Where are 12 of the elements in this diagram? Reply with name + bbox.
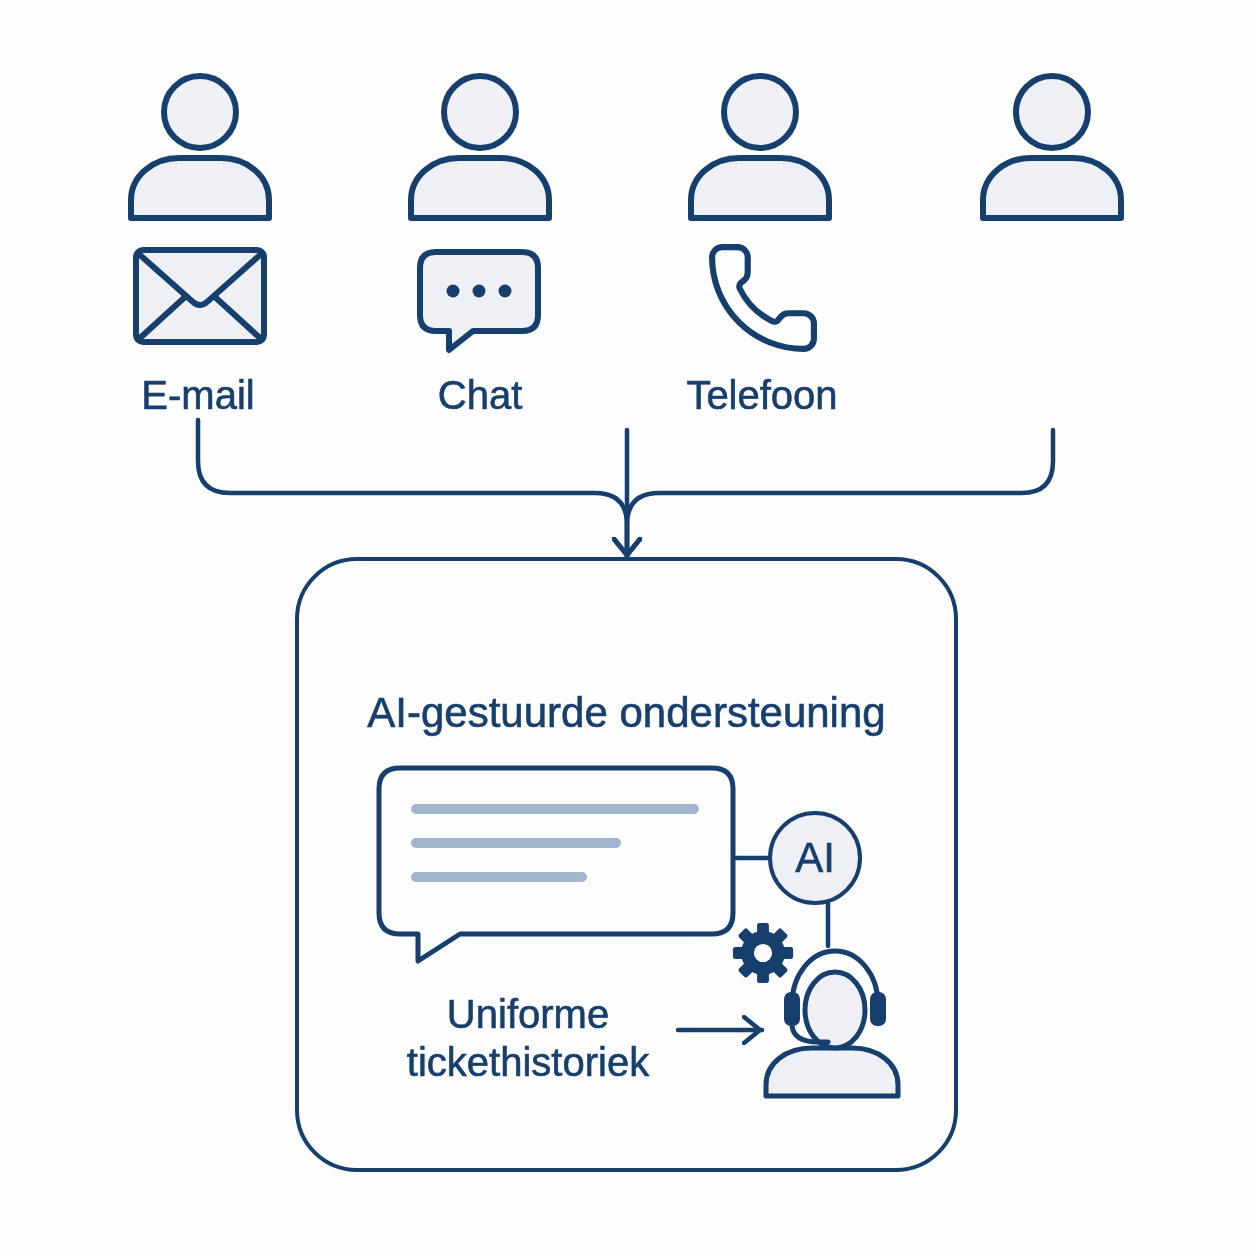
channel-label: Chat	[400, 370, 560, 420]
arrow	[611, 427, 1056, 560]
support-agent-figure	[762, 946, 902, 1100]
ai-circle: AI	[768, 811, 862, 905]
speech-bubble	[376, 765, 736, 965]
arrow	[675, 1014, 765, 1046]
panel-heading: AI-gestuurde ondersteuning	[366, 688, 887, 738]
channel-label: Telefoon	[662, 370, 862, 420]
platform-panel	[295, 557, 958, 1172]
note-text: Uniforme tickethistoriek	[378, 990, 678, 1086]
channel-label: E-mail	[118, 370, 278, 420]
connector-line	[825, 900, 831, 949]
